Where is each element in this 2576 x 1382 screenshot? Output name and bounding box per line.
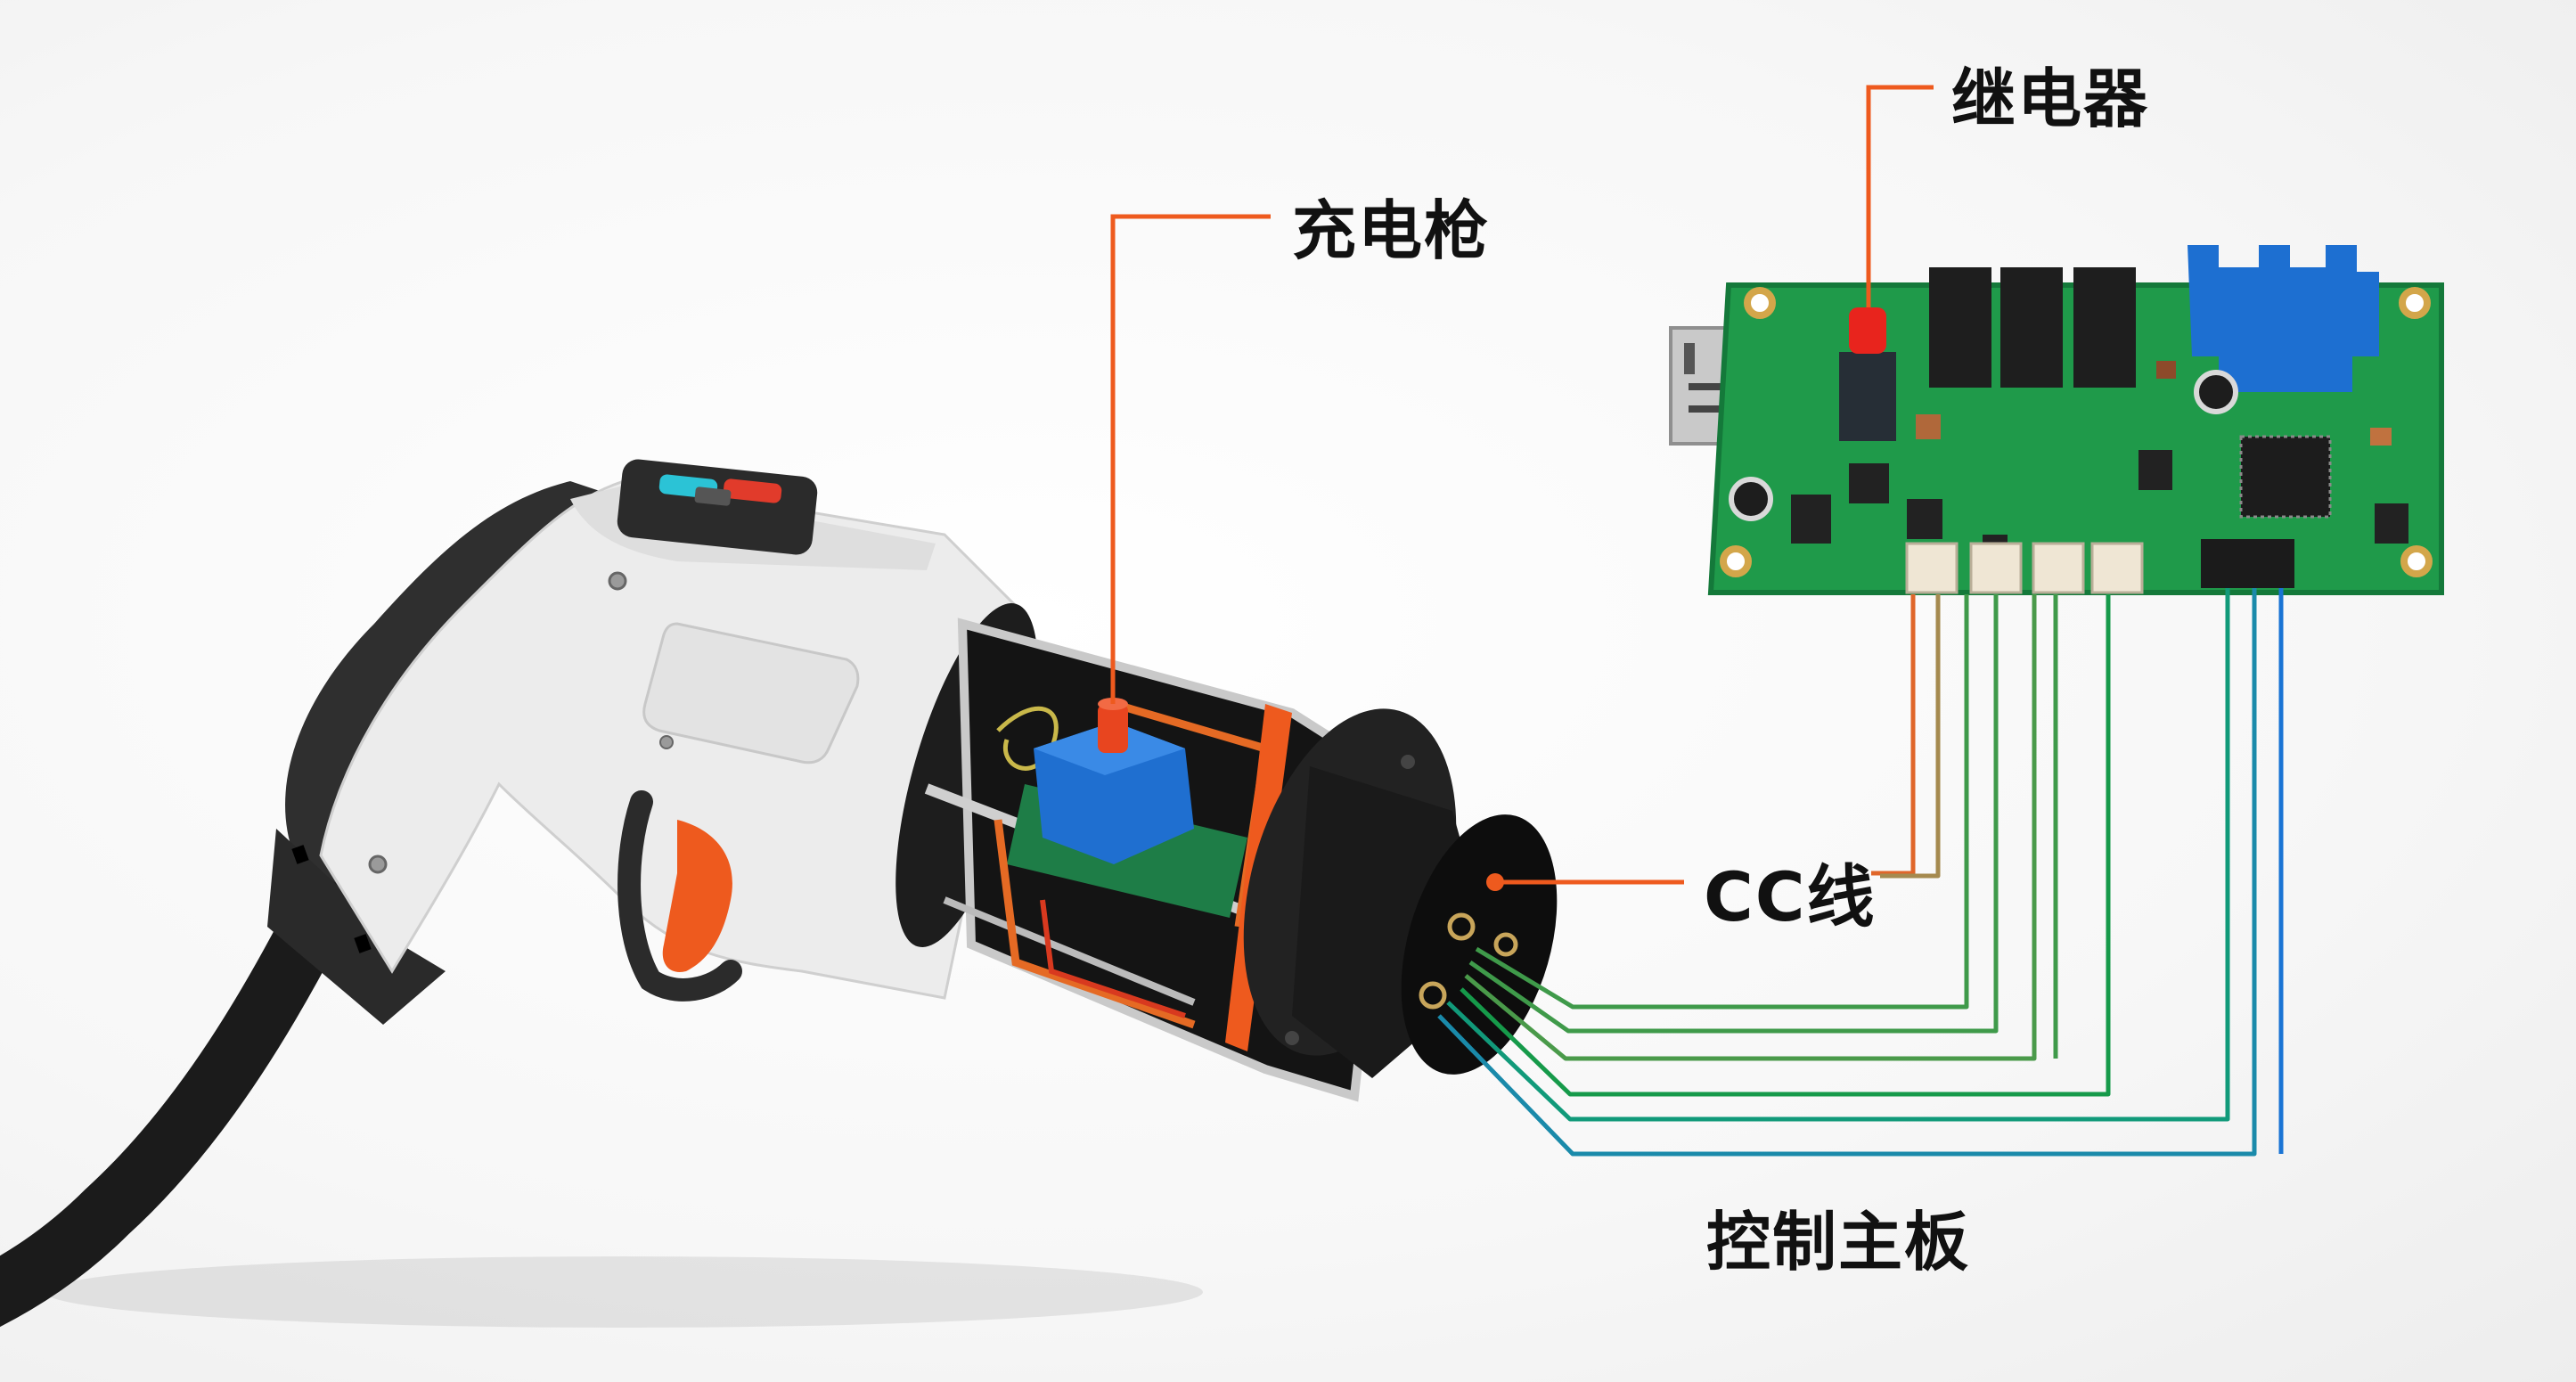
label-relay: 继电器 [1951, 61, 2150, 136]
smd [2370, 428, 2392, 446]
pin [1447, 912, 1476, 941]
connector-face [1401, 814, 1558, 1075]
signal-wires [1437, 588, 2284, 1157]
screw [659, 735, 674, 749]
white-connector-4 [2090, 542, 2144, 594]
pin [1419, 981, 1447, 1010]
label-charging-gun: 充电枪 [1292, 193, 1491, 268]
charging-cable [0, 860, 361, 1328]
pin [1493, 932, 1518, 957]
relay-3 [2073, 267, 2136, 388]
mount-screw [1401, 755, 1415, 769]
connector-head [1243, 708, 1558, 1078]
gun-relay-module [1034, 698, 1194, 864]
black-header [2201, 539, 2294, 588]
mount-hole [1720, 545, 1752, 577]
smd [1916, 414, 1941, 439]
terminal-block [2188, 245, 2379, 392]
screw [608, 571, 627, 591]
ic [2138, 450, 2172, 490]
gun-shadow [45, 1256, 1203, 1328]
wire-green-1 [1475, 594, 1969, 1010]
wire-green-3 [1464, 594, 2037, 1061]
ic [2375, 503, 2408, 544]
white-connector-2 [1969, 542, 2023, 594]
callout-line-gun [1110, 214, 1271, 704]
wire-blue-1 [1446, 588, 2230, 1122]
board-button-cap [1849, 307, 1886, 354]
wire-green-5 [1460, 594, 2111, 1097]
board-button-base [1839, 352, 1896, 441]
white-connector-3 [2032, 542, 2085, 594]
capacitor [2194, 370, 2238, 414]
mount-hole [2399, 287, 2431, 319]
wire-blue-2 [1437, 588, 2257, 1157]
trigger-guard [617, 790, 742, 1002]
relay-1 [1929, 267, 1991, 388]
callout-line-relay [1866, 85, 1934, 307]
ic [1907, 499, 1942, 539]
support-rod [943, 896, 1196, 1006]
smd [2156, 361, 2176, 379]
callout-lines [1110, 85, 1934, 885]
screw [368, 855, 388, 874]
relay-2 [2000, 267, 2063, 388]
gun-trigger [662, 820, 732, 972]
cable-collar [267, 829, 446, 1025]
mcu-chip [2239, 435, 2332, 519]
internal-wire-red [1040, 899, 1186, 1018]
gun-side-panel [642, 622, 860, 765]
mount-hole [1744, 287, 1776, 319]
mount-screw [1285, 1031, 1299, 1045]
label-cc-line: CC线 [1704, 857, 1877, 936]
mount-hole [2400, 545, 2433, 577]
white-connector-1 [1905, 542, 1959, 594]
wire-cc-2 [1880, 594, 1941, 879]
wire-green-2 [1468, 594, 1999, 1034]
gun-top-button [617, 459, 818, 555]
wire-cc [1871, 594, 1916, 876]
ic [1849, 463, 1889, 503]
ic [1791, 495, 1831, 544]
label-control-board: 控制主板 [1706, 1205, 1971, 1280]
control-board [1669, 245, 2444, 595]
capacitor [1729, 477, 1773, 521]
